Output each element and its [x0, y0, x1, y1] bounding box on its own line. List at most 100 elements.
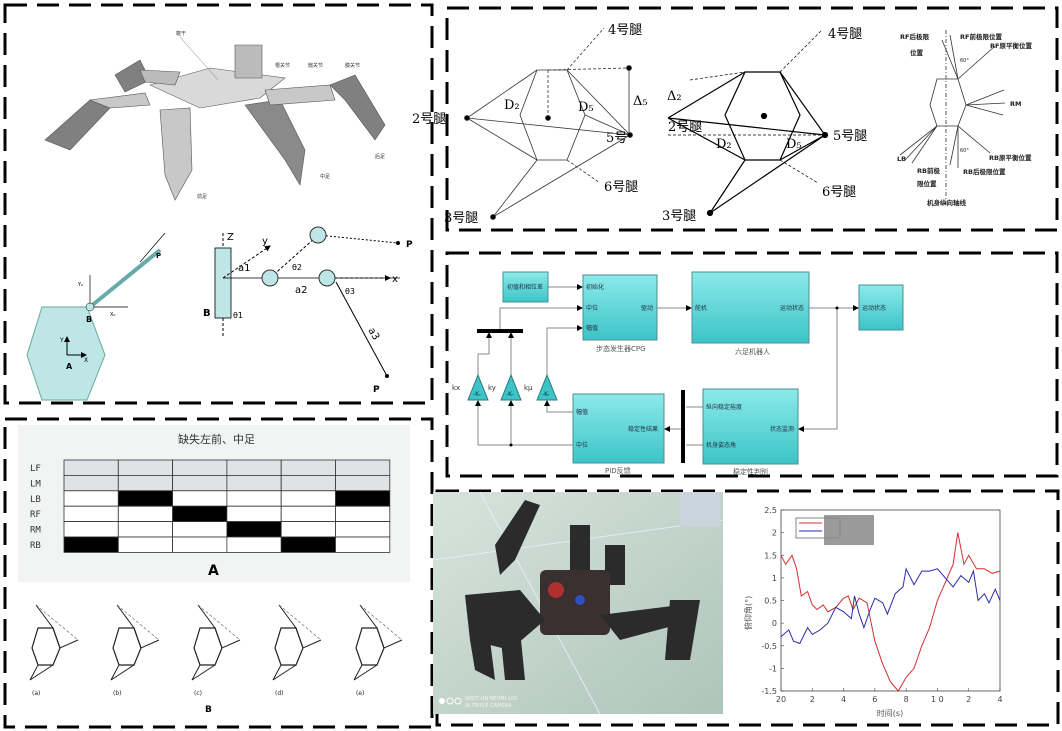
gain-2[interactable]: -K-ky	[488, 373, 522, 401]
label-y: Y	[59, 337, 64, 344]
cpg-port-out: 驱动	[641, 305, 653, 312]
gait-cell	[226, 474, 282, 492]
cpg-port-mid: 中位	[586, 304, 598, 312]
label-knee-joint: 膝关节	[345, 62, 360, 69]
stability-diagram-2-labels: 4号腿 2号腿 5号腿 3号腿 6号腿 D₂ D₅ Δ₂	[662, 27, 867, 224]
label-leg4: 4号腿	[828, 27, 862, 42]
gait-cell	[280, 521, 336, 538]
gait-cell	[63, 474, 119, 492]
body-frame-diagram: Y X A B P X₀ Y₀	[26, 232, 166, 401]
series-line-blue	[780, 567, 1001, 645]
gain-blocks: -K-kx-K-ky-K-kμ	[452, 373, 558, 401]
gait-cell	[335, 474, 391, 492]
gait-cell	[280, 474, 336, 492]
label-d2: D₂	[716, 137, 732, 152]
init-block[interactable]	[502, 271, 549, 303]
label-axis: 机身纵向轴线	[927, 198, 967, 207]
label-x-axis: x	[392, 274, 398, 285]
robot-port-in: 舵机	[695, 304, 707, 312]
label-rb-balance: RB原平衡位置	[989, 153, 1032, 162]
gait-row-label: RF	[30, 510, 41, 520]
label-leg2: 2号腿	[412, 112, 446, 127]
gait-cell	[63, 521, 119, 538]
y-tick-label: -1	[769, 664, 777, 673]
x-tick-label: 6	[872, 695, 877, 704]
gait-cell	[63, 536, 119, 553]
cpg-port-init: 初始化	[586, 283, 604, 291]
gait-cell	[280, 505, 336, 523]
support-polygon-a: (a)	[29, 604, 79, 697]
gait-row-label: LF	[30, 464, 41, 474]
leg-joint-diagram: Z y x a1 a2 a3 θ1 θ2 θ3 B P P	[203, 226, 413, 395]
judge-title: 稳定性判别	[733, 467, 768, 476]
label-b: B	[86, 315, 92, 324]
leg-range-labels: RF后极限 位置 RF前极限位置 RF原平衡位置 RM LB RB原平衡位置 R…	[897, 32, 1032, 207]
series-line-red	[780, 532, 1001, 692]
label-trunk: 躯干	[176, 30, 186, 37]
stability-diagram-1-labels: 4号腿 2号腿 5号 3号腿 6号腿 D₂ D₅ Δ₅	[412, 23, 648, 226]
label-d5: D₅	[578, 100, 594, 115]
label-delta2: Δ₂	[667, 89, 682, 104]
label-p: P	[156, 252, 161, 260]
polygon-sub-label: (c)	[194, 690, 202, 697]
gait-title: 缺失左前、中足	[178, 432, 255, 446]
gait-cell	[335, 459, 391, 476]
label-leg4: 4号腿	[608, 23, 642, 38]
gait-cell	[280, 490, 336, 507]
stability-diagram-1	[464, 27, 633, 220]
label-y-axis: y	[262, 236, 268, 247]
chart-ylabel: 俯仰角(°)	[743, 596, 753, 630]
gait-row-label: LM	[30, 479, 41, 489]
pid-block[interactable]	[572, 393, 665, 464]
x-tick-label: 8	[904, 695, 909, 704]
gain-k: -K-	[506, 391, 514, 398]
photo-watermark-1: SHOT ON REDMI 10X	[465, 696, 518, 702]
x-tick-label: 2	[810, 695, 815, 704]
gait-cell	[226, 459, 282, 476]
gain-label: ky	[488, 384, 496, 392]
y-tick-label: -0.5	[761, 642, 777, 651]
label-y0: Y₀	[77, 282, 83, 288]
x-tick-label: 20	[776, 695, 786, 704]
label-leg5: 5号腿	[833, 129, 867, 144]
y-tick-label: 2.5	[764, 506, 777, 515]
label-middle-leg: 中足	[320, 173, 330, 180]
gain-1[interactable]: -K-kx	[452, 373, 489, 401]
label-leg6: 6号腿	[604, 180, 638, 195]
label-z: Z	[227, 232, 234, 243]
label-angle1: 60°	[960, 58, 969, 64]
polygon-label-b: B	[205, 705, 212, 715]
label-hip-joint: 髋关节	[308, 62, 323, 69]
polygon-sub-label: (e)	[356, 690, 364, 697]
label-lb: LB	[897, 155, 906, 163]
cpg-block[interactable]	[582, 274, 658, 341]
label-angle2: 60°	[960, 148, 969, 154]
label-p-bottom: P	[373, 385, 380, 395]
label-x: X	[84, 357, 88, 364]
judge-block[interactable]	[702, 388, 799, 465]
label-a: A	[66, 362, 73, 371]
robot-title: 六足机器人	[735, 347, 770, 356]
robot-block[interactable]	[691, 271, 810, 344]
y-tick-label: 0.5	[764, 597, 777, 606]
y-tick-label: 2	[772, 529, 777, 538]
gait-cell	[172, 521, 228, 538]
gait-row-label: RB	[30, 541, 41, 551]
gain-3[interactable]: -K-kμ	[524, 373, 558, 401]
label-rb-front: RB前极	[917, 166, 940, 175]
polygon-sub-label: (a)	[32, 690, 40, 697]
x-tick-label: 4	[997, 695, 1002, 704]
gait-cell	[226, 536, 282, 553]
label-leg2: 2号腿	[668, 120, 702, 135]
support-polygon-d: (d)	[272, 604, 322, 697]
label-a1: a1	[238, 263, 251, 274]
panel-gait-frame	[3, 417, 434, 729]
label-x0: X₀	[110, 312, 115, 318]
support-polygon-b: (b)	[110, 604, 160, 697]
gain-label: kx	[452, 384, 460, 392]
output-block[interactable]	[858, 284, 904, 331]
y-tick-label: 0	[772, 619, 777, 628]
gait-cell	[117, 536, 174, 553]
support-polygon-e: (e)	[353, 604, 403, 697]
